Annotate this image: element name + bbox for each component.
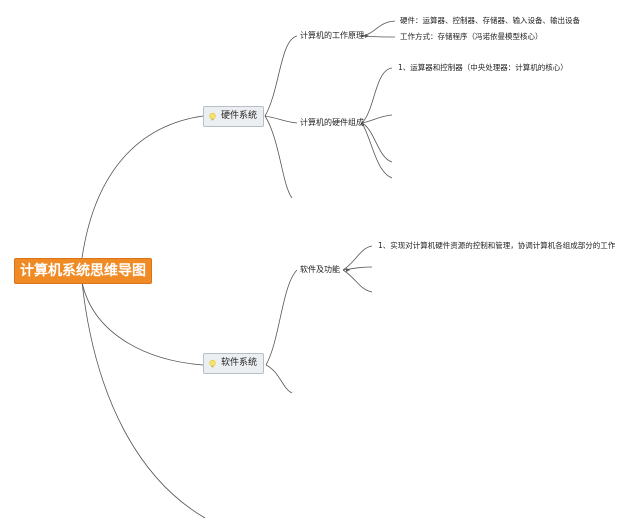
link-composition-3: [361, 122, 393, 163]
subtopic-function-label: 软件及功能: [300, 265, 340, 274]
subtopic-composition[interactable]: 计算机的硬件组成: [300, 118, 364, 128]
link-software-extra: [265, 364, 293, 394]
leaf-composition-cpu[interactable]: 1、运算器和控制器（中央处理器：计算机的核心）: [398, 63, 568, 73]
subtopic-principle[interactable]: 计算机的工作原理: [300, 31, 364, 41]
leaf-label: 工作方式：存储程序（冯诺依曼模型核心）: [400, 32, 543, 41]
subtopic-principle-label: 计算机的工作原理: [300, 31, 364, 40]
link-hardware-extra: [264, 115, 293, 199]
leaf-label: 1、运算器和控制器（中央处理器：计算机的核心）: [398, 63, 568, 72]
topic-hardware-label: 硬件系统: [221, 111, 258, 121]
link-principle-1: [361, 20, 396, 37]
link-software-function: [265, 269, 298, 366]
link-hardware-composition: [264, 115, 298, 124]
link-root-extra: [81, 281, 206, 519]
topic-software[interactable]: 软件系统: [203, 353, 265, 374]
link-function-1: [342, 245, 373, 271]
arrow-principle: [365, 34, 369, 38]
leaf-principle-mode[interactable]: 工作方式：存储程序（冯诺依曼模型核心）: [400, 32, 543, 42]
root-topic[interactable]: 计算机系统思维导图: [14, 258, 152, 284]
link-composition-2: [361, 114, 393, 124]
lightbulb-icon: [209, 112, 216, 121]
link-root-software: [81, 281, 204, 366]
link-composition-1: [361, 67, 393, 124]
leaf-label: 硬件：运算器、控制器、存储器、输入设备、输出设备: [400, 16, 580, 25]
link-hardware-principle: [264, 35, 298, 117]
leaf-function-control[interactable]: 1、实现对计算机硬件资源的控制和管理，协调计算机各组成部分的工作: [378, 241, 615, 251]
link-function-3: [342, 269, 373, 293]
leaf-label: 1、实现对计算机硬件资源的控制和管理，协调计算机各组成部分的工作: [378, 241, 616, 250]
root-topic-label: 计算机系统思维导图: [20, 263, 146, 279]
link-composition-4: [361, 122, 393, 179]
arrow-function: [346, 268, 350, 272]
subtopic-composition-label: 计算机的硬件组成: [300, 118, 364, 127]
topic-software-label: 软件系统: [221, 358, 258, 368]
leaf-principle-hardware[interactable]: 硬件：运算器、控制器、存储器、输入设备、输出设备: [400, 16, 580, 26]
lightbulb-icon: [209, 359, 216, 368]
topic-hardware[interactable]: 硬件系统: [203, 106, 265, 127]
subtopic-function[interactable]: 软件及功能: [300, 265, 340, 275]
link-root-hardware: [81, 115, 204, 259]
